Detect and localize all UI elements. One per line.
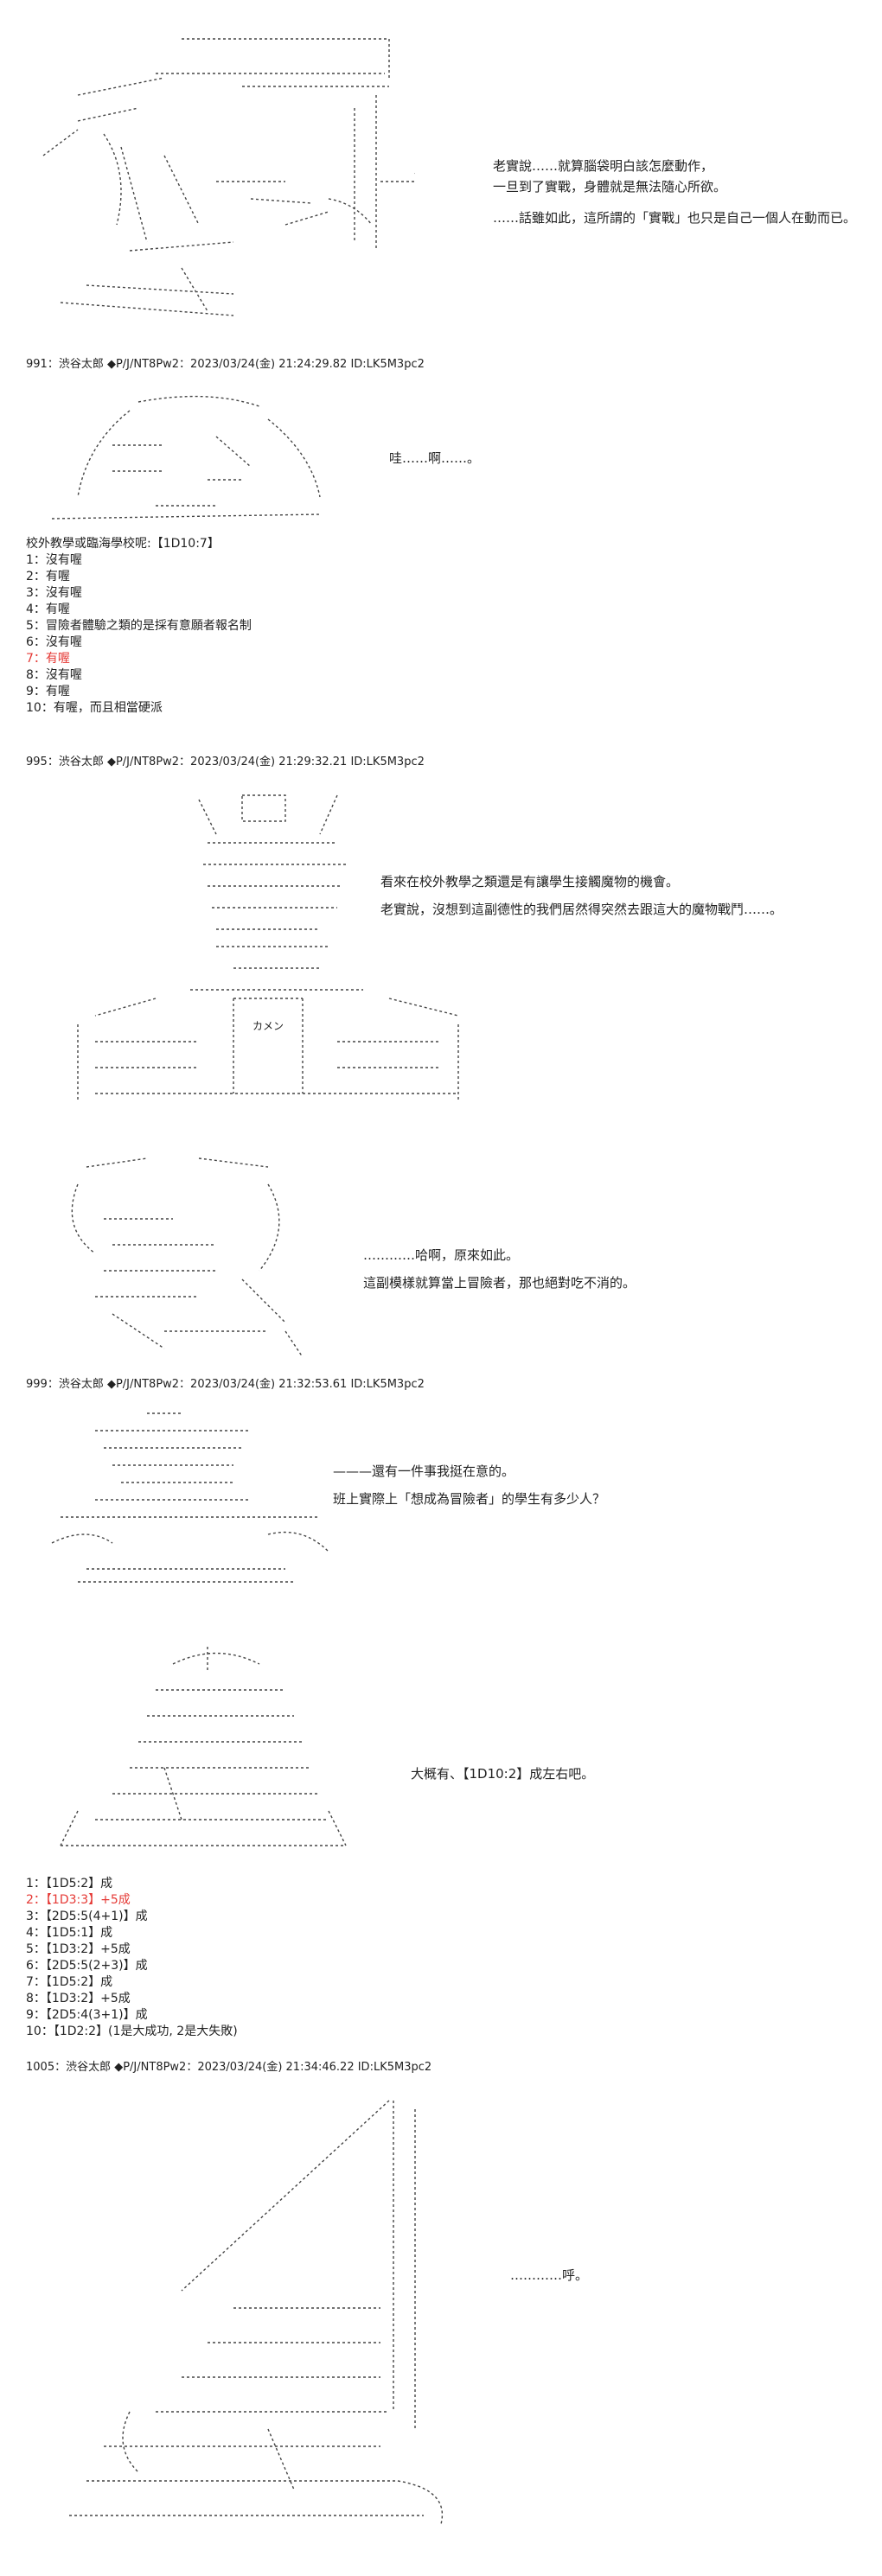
poll-1-item: 2：有喔 (26, 570, 70, 583)
poll-2-item: 7：【1D5:2】成 (26, 1975, 113, 1989)
ascii-art-scene-7 (52, 2083, 467, 2533)
ascii-art-scene-2 (35, 385, 346, 532)
scene-3-ascii-label: カメン (252, 1020, 284, 1032)
poll-2-item-selected: 2：【1D3:3】+5成 (26, 1893, 131, 1907)
poll-1-title: 校外教學或臨海學校呢:【1D10:7】 (26, 537, 220, 551)
scene-4-line-2: 這副模樣就算當上冒險者，那也絕對吃不消的。 (363, 1275, 636, 1291)
poll-1-item: 3：沒有喔 (26, 586, 82, 600)
scene-1-line-3: ……話雖如此，這所謂的「實戰」也只是自己一個人在動而已。 (493, 210, 857, 226)
post-header-995: 995：渋谷太郎 ◆P/J/NT8Pw2：2023/03/24(金) 21:29… (26, 756, 425, 768)
poll-2-item: 1：【1D5:2】成 (26, 1877, 113, 1891)
scene-3-line-1: 看來在校外教學之類還是有讓學生接觸魔物的機會。 (380, 874, 680, 889)
poll-1-item-selected: 7：有喔 (26, 652, 70, 666)
poll-1-item: 5：冒險者體驗之類的是採有意願者報名制 (26, 619, 252, 633)
post-header-991: 991：渋谷太郎 ◆P/J/NT8Pw2：2023/03/24(金) 21:24… (26, 358, 425, 371)
poll-1-item: 8：沒有喔 (26, 668, 82, 682)
ascii-art-scene-1 (26, 26, 415, 333)
poll-2-item: 5：【1D3:2】+5成 (26, 1942, 131, 1956)
poll-2-item: 6：【2D5:5(2+3)】成 (26, 1959, 148, 1973)
scene-5-line-1: ———還有一件事我挺在意的。 (333, 1463, 515, 1479)
scene-1-line-1: 老實說……就算腦袋明白該怎麼動作， (493, 158, 714, 174)
post-header-1005: 1005：渋谷太郎 ◆P/J/NT8Pw2：2023/03/24(金) 21:3… (26, 2061, 432, 2074)
poll-1-item: 1：沒有喔 (26, 553, 82, 567)
scene-5-line-2: 班上實際上「想成為冒險者」的學生有多少人？ (333, 1491, 606, 1507)
scene-7-line: …………呼。 (510, 2267, 589, 2283)
poll-2: 1：【1D5:2】成 2：【1D3:3】+5成 3：【2D5:5(4+1)】成 … (26, 1876, 238, 2040)
poll-2-item: 8：【1D3:2】+5成 (26, 1992, 131, 2005)
poll-1-item: 9：有喔 (26, 685, 70, 698)
poll-2-item: 9：【2D5:4(3+1)】成 (26, 2008, 148, 2022)
scene-2-line: 哇……啊……。 (389, 450, 481, 466)
poll-2-item: 4：【1D5:1】成 (26, 1926, 113, 1940)
scene-6-line: 大概有、【1D10:2】成左右吧。 (411, 1766, 595, 1782)
ascii-art-scene-5 (43, 1405, 355, 1591)
ascii-art-scene-4 (43, 1150, 355, 1366)
post-header-999: 999：渋谷太郎 ◆P/J/NT8Pw2：2023/03/24(金) 21:32… (26, 1378, 425, 1391)
poll-2-item: 10：【1D2:2】(1是大成功, 2是大失敗) (26, 2024, 238, 2038)
poll-1-item: 6：沒有喔 (26, 635, 82, 649)
scene-3-line-2: 老實說，沒想到這副德性的我們居然得突然去跟這大的魔物戰鬥……。 (380, 902, 783, 917)
scene-4-line-1: …………哈啊，原來如此。 (363, 1247, 520, 1263)
poll-1-item: 4：有喔 (26, 603, 70, 616)
ascii-art-scene-3: カメン (61, 782, 476, 1111)
ascii-art-scene-6 (43, 1638, 372, 1863)
poll-2-item: 3：【2D5:5(4+1)】成 (26, 1910, 148, 1923)
poll-1-item: 10：有喔，而且相當硬派 (26, 701, 163, 715)
scene-1-line-2: 一旦到了實戰，身體就是無法隨心所欲。 (493, 179, 727, 194)
poll-1: 校外教學或臨海學校呢:【1D10:7】 1：沒有喔 2：有喔 3：沒有喔 4：有… (26, 536, 252, 717)
